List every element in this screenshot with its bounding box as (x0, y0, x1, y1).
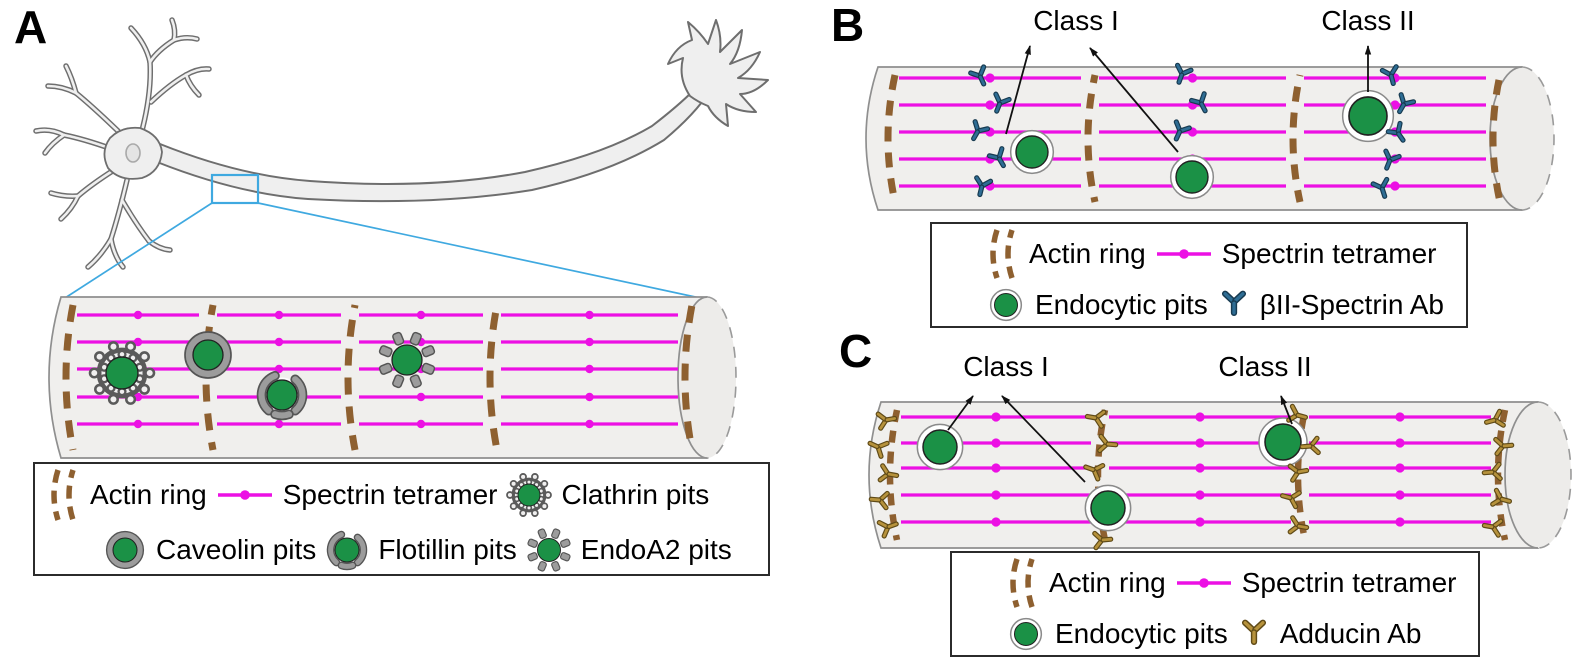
legend-row: Endocytic pits βII-Spectrin Ab (986, 285, 1454, 325)
legend-label: Actin ring (1029, 237, 1146, 269)
clathrin-pit-icon (506, 472, 553, 517)
actin-ring-icon (1010, 557, 1035, 608)
actin-ring-icon (990, 228, 1015, 279)
panel-c-class2-label: Class II (1218, 351, 1312, 382)
legend-label: EndoA2 pits (580, 533, 732, 565)
panel-b-class2-label: Class II (1321, 5, 1415, 36)
panel-c-class1-label: Class I (963, 351, 1049, 382)
panel-c-axon-diagram (867, 395, 1572, 551)
legend-label: Actin ring (90, 478, 207, 510)
neuron-overview-drawing (33, 17, 769, 299)
legend-label: Spectrin tetramer (282, 478, 498, 510)
spectrin-tetramer-icon (1156, 248, 1211, 259)
endocytic-pit-icon (989, 288, 1023, 321)
antibody-gold-icon (1241, 619, 1266, 645)
legend-label: Spectrin tetramer (1221, 237, 1437, 269)
legend-label: Flotillin pits (378, 533, 517, 565)
endoa2-pit-icon (527, 527, 571, 572)
legend-row: Actin ring Spectrin tetramer (986, 226, 1454, 282)
panel-a-letter: A (14, 1, 48, 53)
endocytic-pit-icon (1009, 617, 1043, 650)
panel-b-class1-label: Class I (1033, 5, 1119, 36)
legend-row: Caveolin pits Flotillin pits EndoA2 pits (103, 527, 756, 573)
legend-row: Actin ring Spectrin tetramer Clathrin pi… (47, 466, 756, 524)
legend-label: Adducin Ab (1279, 617, 1422, 649)
legend-label: Endocytic pits (1055, 617, 1228, 649)
legend-row: Endocytic pits Adducin Ab (1006, 614, 1466, 654)
flotillin-pit-icon (327, 530, 368, 570)
panel-c-legend: Actin ring Spectrin tetramer Endocytic p… (950, 551, 1480, 657)
actin-ring-icon (51, 468, 76, 521)
legend-row: Actin ring Spectrin tetramer (1006, 555, 1466, 611)
legend-label: Spectrin tetramer (1241, 566, 1457, 598)
legend-label: Endocytic pits (1035, 288, 1208, 320)
legend-label: Clathrin pits (561, 478, 710, 510)
panel-c-letter: C (839, 325, 873, 377)
spectrin-tetramer-icon (217, 489, 272, 500)
legend-label: Actin ring (1049, 566, 1166, 598)
legend-label: βII-Spectrin Ab (1259, 288, 1444, 320)
caveolin-pit-icon (105, 530, 145, 569)
panel-b-letter: B (831, 0, 865, 51)
legend-label: Caveolin pits (156, 533, 317, 565)
spectrin-tetramer-icon (1176, 577, 1231, 588)
panel-b-legend: Actin ring Spectrin tetramer Endocytic p… (930, 222, 1468, 328)
panel-a-legend: Actin ring Spectrin tetramer Clathrin pi… (33, 462, 770, 576)
antibody-blue-icon (1221, 290, 1246, 316)
panel-a-axon-diagram (48, 296, 737, 459)
panel-b-axon-diagram (865, 45, 1555, 211)
